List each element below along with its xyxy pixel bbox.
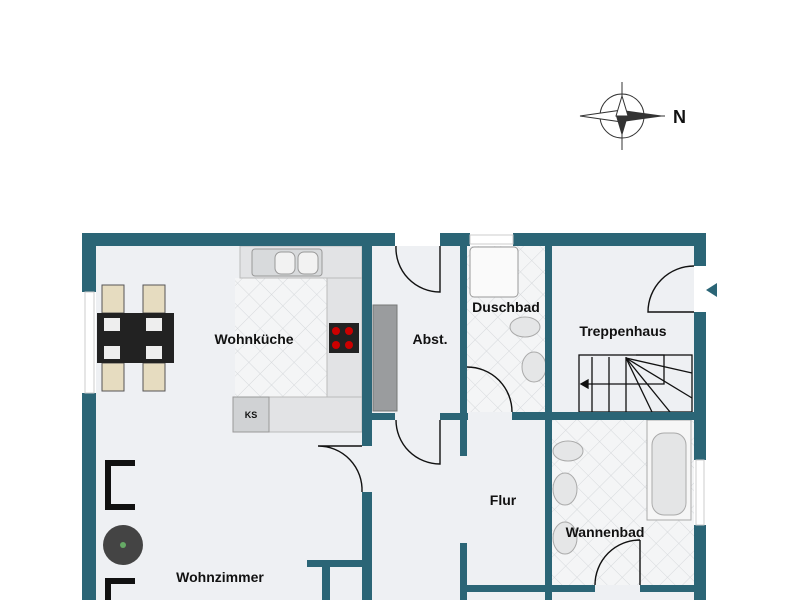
entrance-arrow-icon	[706, 283, 717, 297]
room-label-bathroom: Wannenbad	[566, 524, 645, 540]
room-label-living-room: Wohnzimmer	[176, 569, 264, 585]
kitchen-tiles	[235, 278, 327, 398]
sink-icon	[552, 521, 578, 555]
shower-icon	[469, 246, 519, 298]
north-label: N	[673, 107, 686, 127]
door-swings	[317, 245, 695, 586]
plant-icon	[103, 525, 143, 565]
room-label-storage: Abst.	[413, 331, 448, 347]
sink-icon	[552, 472, 578, 506]
storage-cabinet	[372, 304, 398, 412]
bathtub-icon	[646, 419, 692, 521]
toilet-icon	[509, 316, 541, 338]
windows	[84, 234, 705, 526]
sink-icon	[251, 248, 323, 277]
armchair-icon	[105, 460, 135, 600]
toilet-icon	[552, 440, 584, 462]
fridge-icon: KS	[232, 396, 270, 433]
compass-icon	[579, 82, 665, 150]
fridge-label: KS	[245, 410, 258, 420]
room-label-shower-bath: Duschbad	[472, 299, 540, 315]
sink-icon	[521, 351, 547, 383]
dining-table-icon	[97, 284, 174, 392]
stove-icon	[329, 323, 359, 353]
room-label-stairwell: Treppenhaus	[579, 323, 666, 339]
room-label-kitchen: Wohnküche	[214, 331, 293, 347]
walls	[82, 233, 706, 600]
room-label-hallway: Flur	[490, 492, 517, 508]
